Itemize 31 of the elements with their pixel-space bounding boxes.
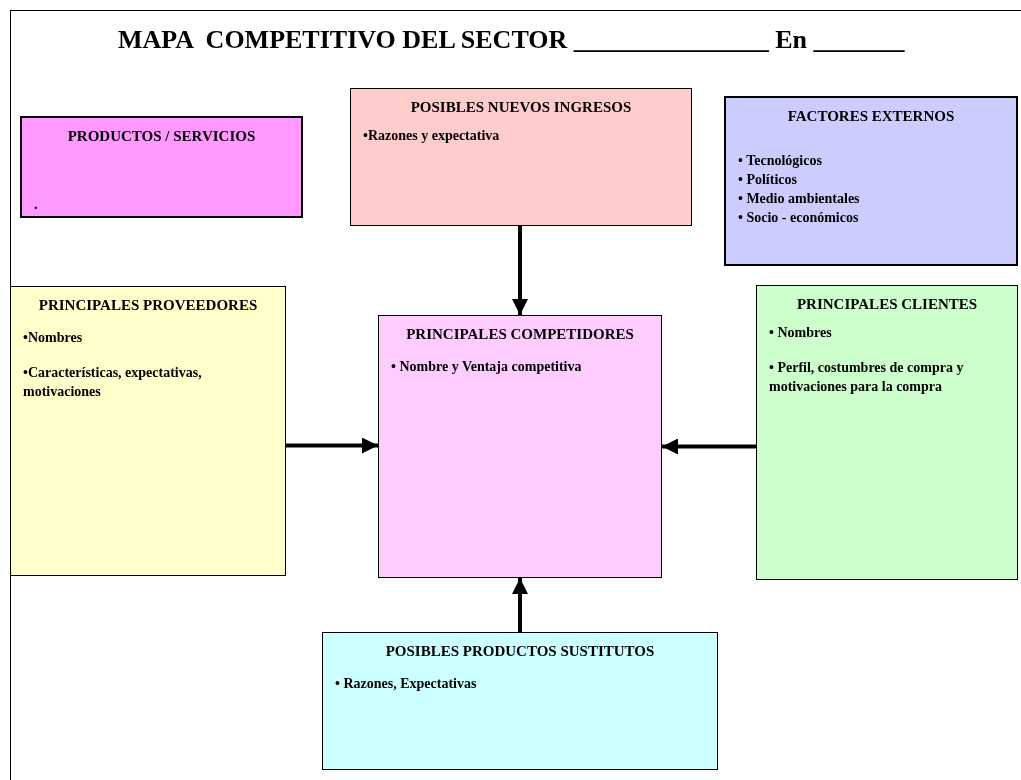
bullet-text: . xyxy=(34,195,39,214)
bullet-text: • Medio ambientales xyxy=(738,190,861,209)
box-heading: POSIBLES PRODUCTOS SUSTITUTOS xyxy=(384,642,656,661)
text-box xyxy=(378,315,662,578)
bullet-text: • Razones, Expectativas xyxy=(335,674,478,693)
box-heading: PRINCIPALES PROVEEDORES xyxy=(37,296,259,315)
arrow xyxy=(512,226,528,315)
bullet-text: • Perfil, costumbres de compra y motivaciones para la compra xyxy=(769,358,965,397)
text-box xyxy=(724,96,1018,266)
box-heading: FACTORES EXTERNOS xyxy=(786,107,956,126)
title: MAPA COMPETITIVO DEL SECTOR _______________ En _______ xyxy=(118,24,905,56)
box-heading: PRODUCTOS / SERVICIOS xyxy=(66,127,257,146)
bullet-text: •Razones y expectativa xyxy=(363,126,501,145)
bullet-text: •Características, expectativas, motivaciones xyxy=(23,363,203,402)
bullet-text: •Nombres xyxy=(23,328,84,347)
bullet-text: • Políticos xyxy=(738,170,798,189)
bullet-text: • Socio - económicos xyxy=(738,209,860,228)
arrow xyxy=(286,437,378,454)
text-box xyxy=(10,286,286,576)
arrow xyxy=(662,438,756,455)
bullet-text: • Tecnológicos xyxy=(738,151,823,170)
bullet-text: • Nombres xyxy=(769,323,833,342)
arrow xyxy=(512,578,528,632)
bullet-text: • Nombre y Ventaja competitiva xyxy=(391,357,583,376)
box-heading: POSIBLES NUEVOS INGRESOS xyxy=(409,98,633,117)
text-box xyxy=(20,116,303,218)
box-heading: PRINCIPALES COMPETIDORES xyxy=(405,325,635,344)
box-heading: PRINCIPALES CLIENTES xyxy=(795,295,979,314)
text-box xyxy=(756,285,1018,580)
text-box xyxy=(322,632,718,770)
text-box xyxy=(350,88,692,226)
